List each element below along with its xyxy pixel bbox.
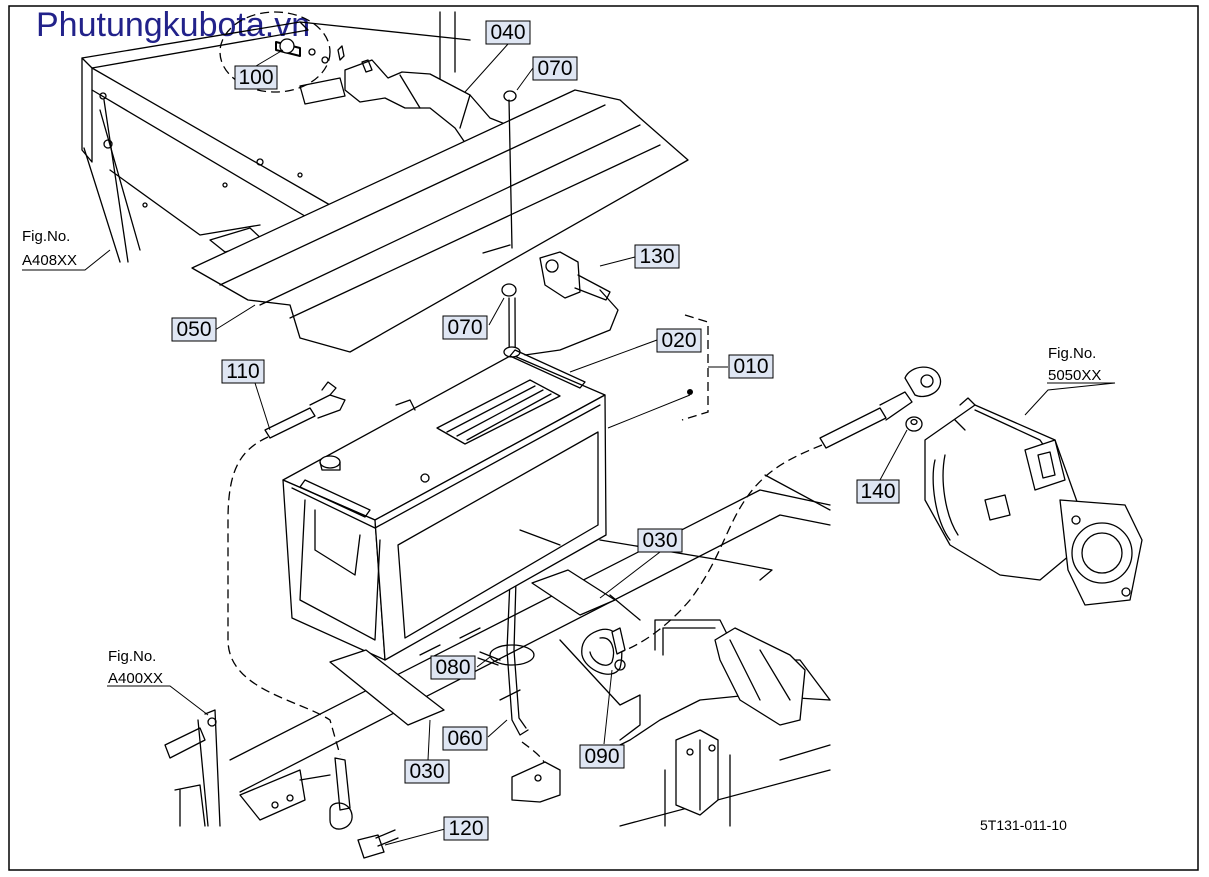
part-label-120: 120	[443, 816, 489, 841]
lower-frame	[229, 474, 831, 827]
nut-140	[905, 416, 923, 432]
fig-ref-a408xx: Fig.No. A408XX	[22, 228, 77, 269]
leader-lines	[22, 43, 1116, 846]
positive-terminal-130	[524, 251, 619, 356]
svg-text:Fig.No.: Fig.No.	[22, 228, 70, 245]
svg-text:A400XX: A400XX	[108, 670, 163, 687]
svg-text:020: 020	[661, 329, 696, 352]
svg-text:140: 140	[860, 480, 895, 503]
svg-text:A408XX: A408XX	[22, 252, 77, 269]
svg-text:Fig.No.: Fig.No.	[1048, 345, 1096, 362]
rubber-pads-030	[329, 569, 616, 726]
svg-text:120: 120	[448, 817, 483, 840]
svg-text:090: 090	[584, 745, 619, 768]
battery-group-bracket	[607, 314, 728, 429]
diagram-frame	[8, 5, 1199, 871]
part-label-110: 110	[221, 359, 265, 384]
svg-text:010: 010	[733, 355, 768, 378]
part-label-050: 050	[171, 317, 217, 342]
svg-text:030: 030	[409, 760, 444, 783]
part-label-040: 040	[485, 20, 531, 45]
diagram-code: 5T131-011-10	[980, 817, 1067, 833]
part-label-010: 010	[728, 354, 774, 379]
part-label-100: 100	[234, 65, 278, 90]
svg-text:070: 070	[537, 57, 572, 80]
battery-cover-050	[191, 89, 689, 353]
cable-clamp-090	[581, 627, 626, 675]
lower-left-frame	[164, 709, 331, 827]
starter-motor	[924, 397, 1143, 606]
cable-band-080	[477, 644, 535, 666]
bolt-120	[357, 829, 399, 859]
part-label-070-top: 070	[532, 56, 578, 81]
svg-text:130: 130	[639, 245, 674, 268]
fig-ref-a400xx: Fig.No. A400XX	[108, 648, 163, 687]
svg-text:030: 030	[642, 529, 677, 552]
bolt-100	[219, 11, 345, 93]
starter-cable	[611, 366, 942, 656]
part-label-130: 130	[634, 244, 680, 269]
svg-text:070: 070	[447, 316, 482, 339]
negative-cable-110	[227, 381, 353, 830]
part-label-090: 090	[579, 744, 625, 769]
part-label-070-mid: 070	[442, 315, 488, 340]
battery	[282, 346, 607, 661]
svg-text:060: 060	[447, 727, 482, 750]
svg-text:110: 110	[226, 360, 259, 383]
part-label-020: 020	[656, 328, 702, 353]
svg-text:080: 080	[435, 656, 470, 679]
svg-text:050: 050	[176, 318, 211, 341]
part-label-030-top: 030	[637, 528, 683, 553]
part-label-060: 060	[442, 726, 488, 751]
fig-ref-5050xx: Fig.No. 5050XX	[1048, 345, 1101, 384]
svg-text:100: 100	[238, 66, 273, 89]
part-label-080: 080	[430, 655, 476, 680]
part-label-140: 140	[856, 479, 900, 504]
part-label-030-bottom: 030	[404, 759, 450, 784]
svg-text:Fig.No.: Fig.No.	[108, 648, 156, 665]
svg-text:5050XX: 5050XX	[1048, 367, 1101, 384]
svg-text:040: 040	[490, 21, 525, 44]
